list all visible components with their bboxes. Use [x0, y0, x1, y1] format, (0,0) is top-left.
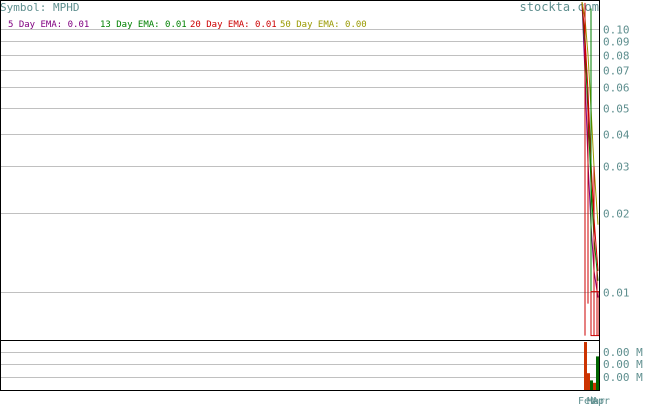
price-tick-label: 0.06: [603, 82, 630, 95]
volume-grid: [1, 352, 600, 378]
volume-bar: [596, 356, 599, 390]
x-tick-label: Apr: [592, 396, 610, 406]
price-tick-label: 0.09: [603, 36, 630, 49]
price-tick-label: 0.08: [603, 50, 630, 63]
volume-tick-label: 0.00 M: [603, 358, 643, 371]
legend-ema20: 20 Day EMA: 0.01: [190, 20, 277, 30]
legend-ema13: 13 Day EMA: 0.01: [100, 20, 187, 30]
symbol-label: Symbol: MPHD: [0, 1, 79, 14]
brand-label: stockta.com: [520, 0, 599, 14]
price-bars: [584, 2, 600, 337]
price-tick-label: 0.03: [603, 161, 630, 174]
chart-border: [0, 0, 600, 391]
legend-ema5: 5 Day EMA: 0.01: [8, 20, 89, 30]
volume-bars: [584, 342, 599, 390]
volume-axis: 0.00 M0.00 M0.00 M: [603, 346, 643, 384]
volume-bar: [587, 373, 590, 390]
price-axis: 0.100.090.08 0.07 0.06 0.05 0.04 0.03 0.02 0.01: [603, 24, 630, 300]
x-tick-label: Feb: [578, 396, 596, 406]
volume-bar: [584, 342, 587, 390]
price-tick-label: 0.04: [603, 129, 630, 142]
price-tick-label: 0.07: [603, 65, 630, 78]
price-tick-label: 0.10: [603, 24, 630, 37]
price-grid: [1, 29, 600, 293]
volume-tick-label: 0.00 M: [603, 346, 643, 359]
legend-ema50: 50 Day EMA: 0.00: [280, 20, 367, 30]
volume-bar: [590, 380, 593, 390]
x-tick-label: Mar: [587, 396, 605, 406]
price-tick-label: 0.01: [603, 287, 630, 300]
legend: 5 Day EMA: 0.01 13 Day EMA: 0.01 20 Day …: [8, 20, 367, 30]
volume-tick-label: 0.00 M: [603, 371, 643, 384]
volume-bar: [593, 382, 596, 390]
price-tick-label: 0.05: [603, 103, 630, 116]
price-tick-label: 0.02: [603, 208, 630, 221]
